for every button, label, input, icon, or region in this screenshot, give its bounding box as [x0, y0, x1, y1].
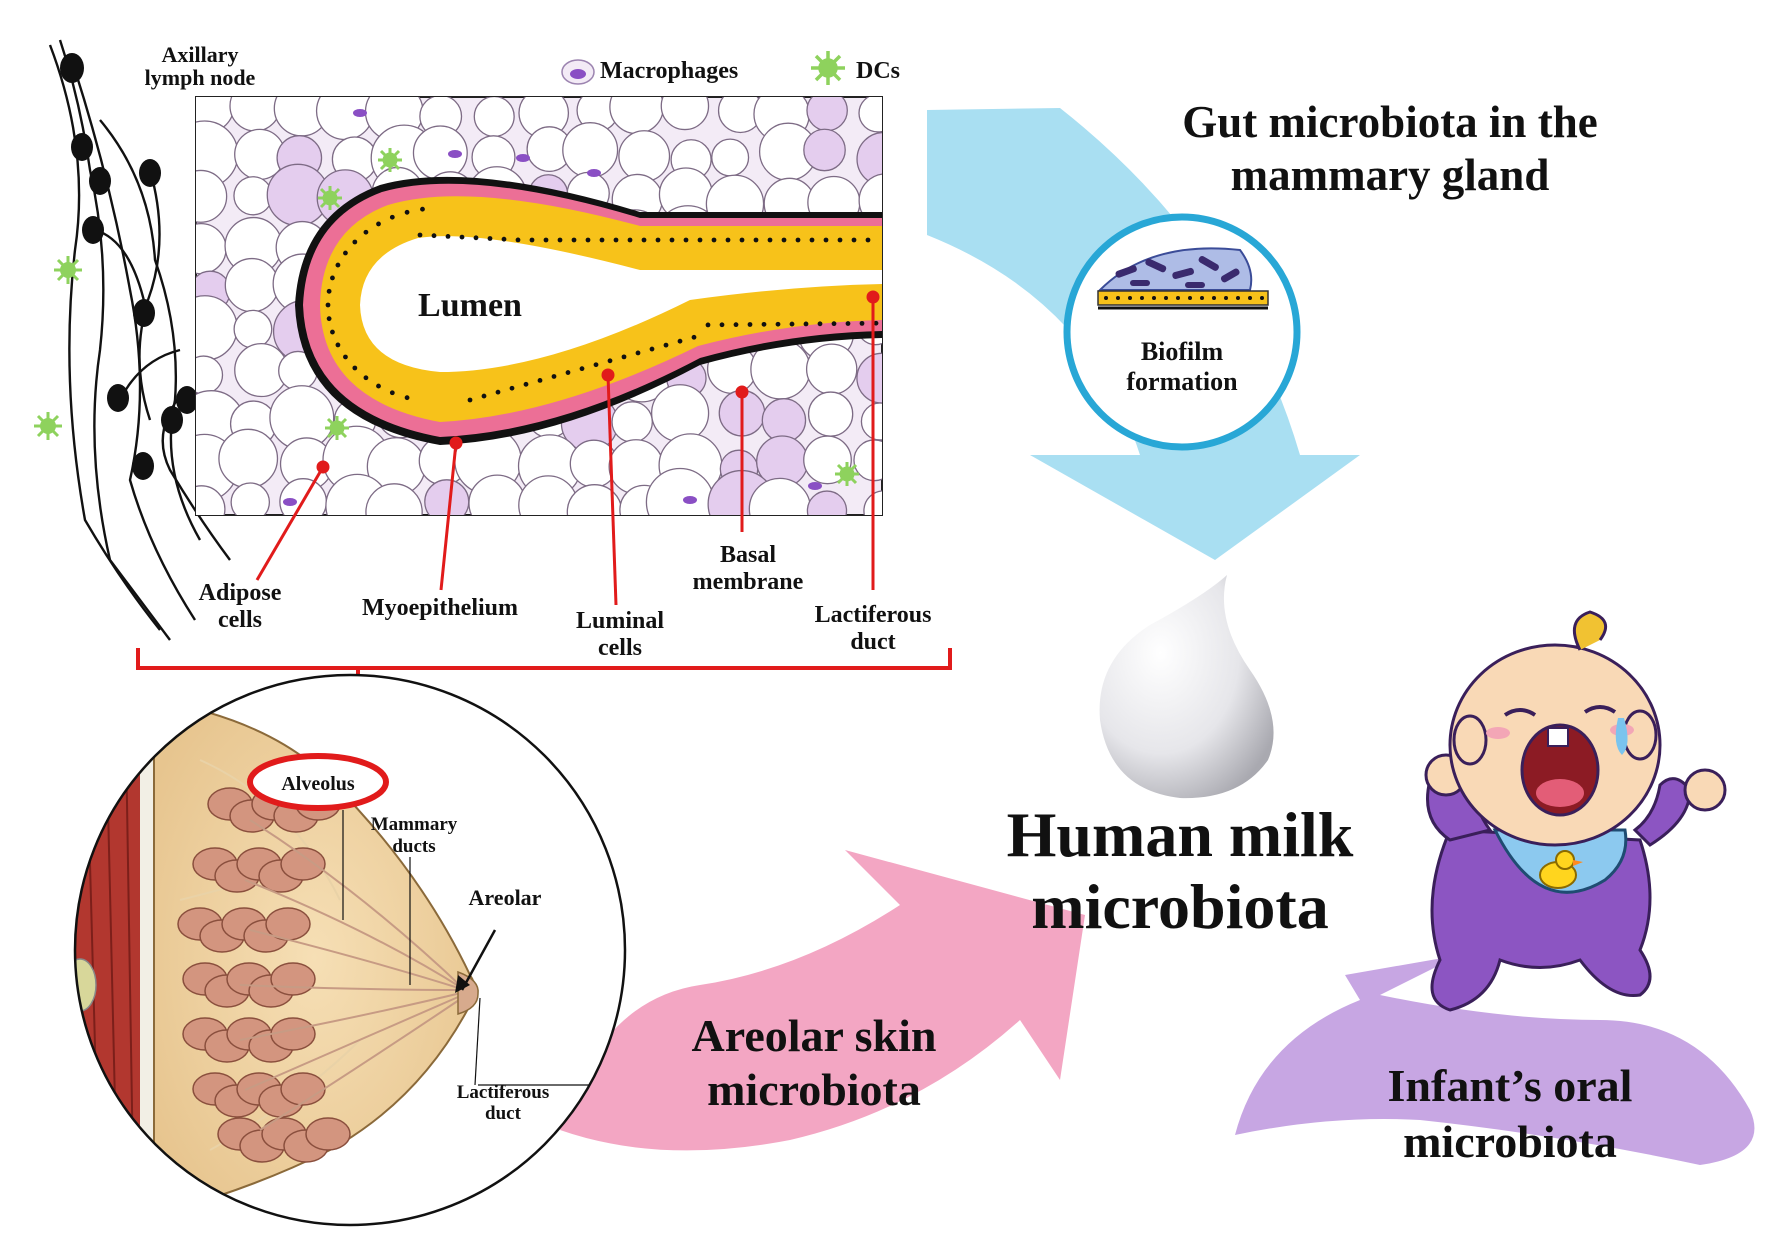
callout-lines — [136, 290, 952, 705]
areolar-skin-label-1: Areolar skin — [692, 1010, 937, 1061]
breast-lactiferous-label-2: duct — [485, 1103, 522, 1124]
crying-baby-icon — [1424, 610, 1727, 1012]
lactiferous-label-1: Lactiferous — [815, 602, 932, 628]
infant-oral-arrow — [1235, 955, 1755, 1165]
legend: Macrophages DCs — [561, 51, 900, 85]
biofilm-label-2: formation — [1126, 367, 1238, 396]
adipose-label-1: Adipose — [199, 580, 282, 606]
milk-title-2: microbiota — [1031, 871, 1328, 942]
basal-label-1: Basal — [720, 542, 776, 568]
lactiferous-label-2: duct — [850, 629, 895, 655]
mammary-label-2: ducts — [392, 836, 435, 857]
duck-icon — [1539, 850, 1583, 889]
gut-title-1: Gut microbiota in the — [1182, 97, 1597, 147]
luminal-label-1: Luminal — [576, 608, 664, 634]
alveolus-label: Alveolus — [281, 773, 355, 795]
biofilm-label-1: Biofilm — [1141, 337, 1224, 366]
alveolus-highlight — [247, 753, 389, 811]
dendritic-cell-icon — [318, 148, 859, 486]
lumen-label: Lumen — [418, 287, 522, 324]
legend-macrophages: Macrophages — [600, 58, 738, 84]
axillary-label-1: Axillary — [162, 42, 239, 67]
areolar-label: Areolar — [469, 885, 542, 910]
myoepithelium-label: Myoepithelium — [362, 595, 518, 621]
breast-illustration — [73, 673, 627, 1227]
mammary-label-1: Mammary — [371, 814, 458, 835]
breast-leader-lines — [342, 810, 590, 1086]
dendritic-cell-icon — [34, 256, 82, 440]
basal-label-2: membrane — [693, 569, 804, 595]
milk-drop-icon — [1099, 575, 1274, 799]
lymph-node-icons — [60, 53, 198, 480]
axillary-label-2: lymph node — [145, 65, 256, 90]
areolar-skin-label-2: microbiota — [707, 1064, 921, 1115]
luminal-label-2: cells — [598, 635, 642, 661]
adipose-label-2: cells — [218, 607, 262, 633]
macrophage-icon — [283, 109, 822, 506]
infant-label-2: microbiota — [1403, 1116, 1617, 1167]
breast-lactiferous-label-1: Lactiferous — [457, 1082, 550, 1103]
lactiferous-duct-structure — [295, 176, 882, 445]
dendritic-cell-icon — [811, 51, 845, 85]
areolar-skin-arrow — [560, 850, 1085, 1151]
legend-dcs: DCs — [856, 58, 900, 84]
tissue-section — [195, 96, 883, 516]
milk-title-1: Human milk — [1007, 799, 1354, 870]
infant-label-1: Infant’s oral — [1388, 1060, 1633, 1111]
areolar-pointer-arrow — [460, 929, 497, 991]
biofilm-icon — [1063, 213, 1301, 451]
gut-title-2: mammary gland — [1231, 150, 1550, 200]
